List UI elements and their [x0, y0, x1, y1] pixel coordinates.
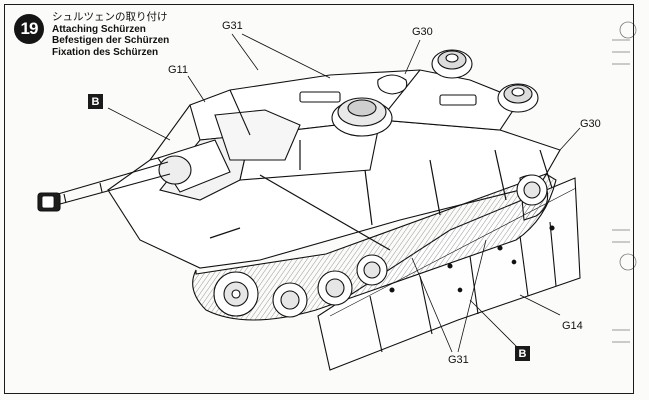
callout-g30-top: G30 [412, 26, 433, 38]
commander-cupola [331, 74, 408, 137]
spare-wheels [431, 49, 539, 113]
callout-g31-bottom: G31 [448, 354, 469, 366]
callout-b-left: B [88, 94, 103, 109]
step-number-badge: 19 [14, 14, 44, 44]
callout-g31-top: G31 [222, 20, 243, 32]
title-japanese: シュルツェンの取り付け [52, 11, 168, 23]
title-french: Fixation des Schürzen [52, 46, 159, 58]
callout-g14: G14 [562, 320, 583, 332]
callout-g30-right: G30 [580, 118, 601, 130]
leader-lines [107, 33, 581, 353]
title-english: Attaching Schürzen [52, 23, 146, 35]
adjacent-page-bleed [612, 21, 637, 343]
step-title-block: シュルツェンの取り付け Attaching Schürzen Befestige… [52, 11, 170, 58]
main-gun [37, 139, 231, 212]
callout-g11: G11 [168, 64, 188, 76]
title-german: Befestigen der Schürzen [52, 35, 170, 46]
road-wheels [213, 174, 548, 318]
page-frame [4, 4, 634, 394]
callout-b-bottom: B [515, 346, 530, 361]
skirt-brackets [209, 140, 553, 251]
